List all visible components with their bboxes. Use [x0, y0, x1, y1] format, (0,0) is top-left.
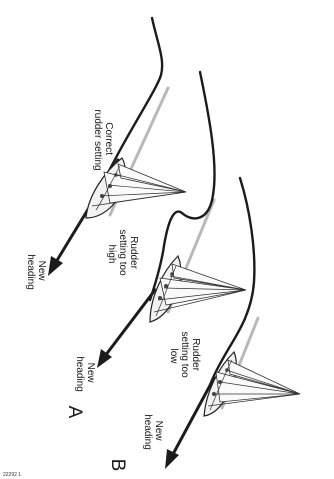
label-new-heading-1-line2: heading — [25, 254, 36, 290]
label-too-low-line1: Rudder — [190, 338, 201, 371]
marker-a: A — [64, 406, 85, 419]
label-correct-line2: rudder setting — [92, 109, 103, 170]
label-new-heading-2-line1: New — [85, 363, 96, 384]
label-new-heading-3-line1: New — [153, 421, 164, 442]
scenario-correct: Correct rudder setting New heading — [25, 18, 186, 290]
sailboat-too-high — [150, 256, 246, 322]
label-new-heading-3: New heading — [142, 414, 164, 450]
label-too-low-line3: low — [168, 348, 179, 364]
label-too-high-line3: high — [106, 245, 117, 264]
correct-heading-arrowhead — [48, 256, 63, 276]
label-new-heading-3-line2: heading — [142, 414, 153, 450]
too-low-heading-arrow — [172, 378, 214, 456]
label-correct: Correct rudder setting — [92, 109, 114, 170]
label-too-high-line1: Rudder — [128, 236, 139, 269]
label-new-heading-1-line1: New — [36, 261, 47, 282]
label-correct-line1: Correct — [103, 122, 114, 155]
label-too-low-line2: setting too — [179, 332, 190, 379]
too-low-heading-arrowhead — [165, 449, 179, 469]
label-new-heading-1: New heading — [25, 254, 47, 290]
label-new-heading-2-line2: heading — [74, 356, 85, 392]
label-too-low: Rudder setting too low — [168, 332, 201, 381]
too-high-heading-arrow — [105, 290, 155, 356]
label-too-high: Rudder setting too high — [106, 230, 139, 279]
sailboat-too-low — [204, 352, 300, 416]
label-new-heading-2: New heading — [74, 356, 96, 392]
figure-code: 22292 1 — [3, 472, 21, 478]
label-too-high-line2: setting too — [117, 230, 128, 277]
marker-b: B — [107, 459, 128, 472]
